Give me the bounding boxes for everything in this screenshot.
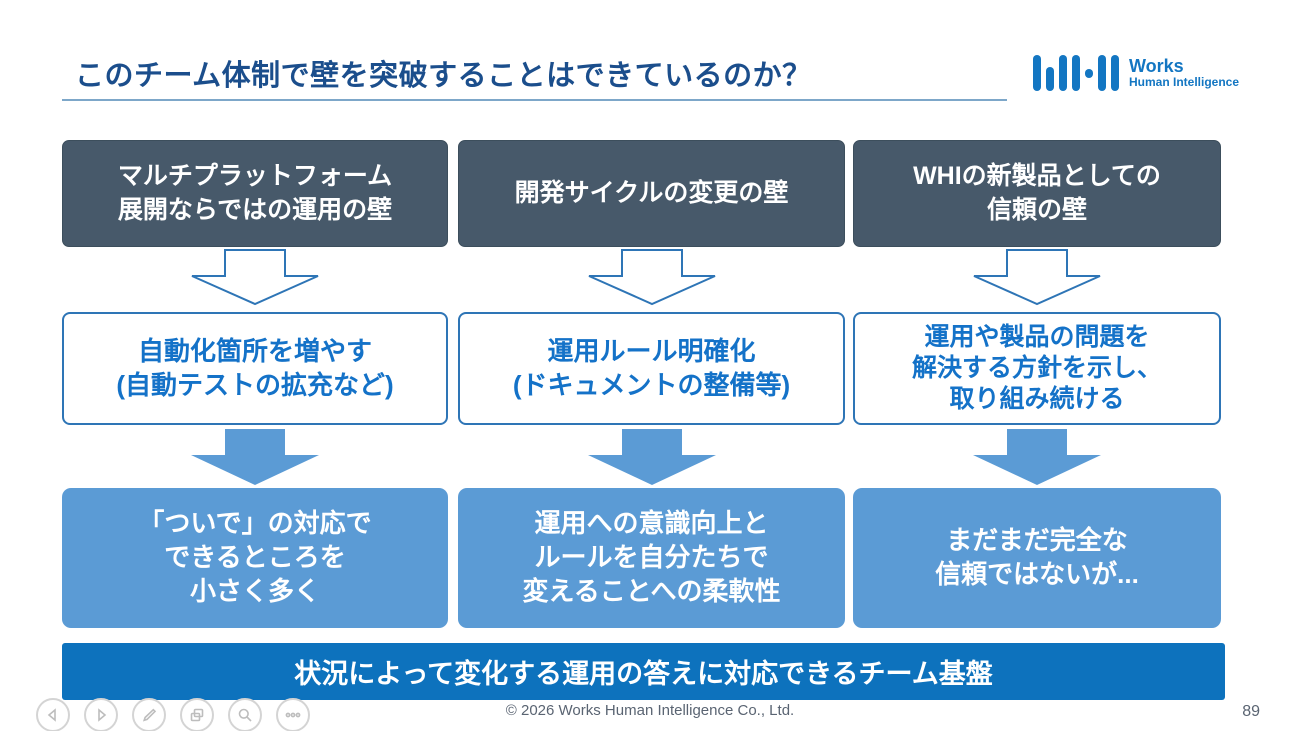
more-options-button[interactable] xyxy=(276,698,310,731)
result-box-3: まだまだ完全な 信頼ではないが... xyxy=(853,488,1221,628)
action-box-1: 自動化箇所を増やす (自動テストの拡充など) xyxy=(62,312,448,425)
logo-line2: Human Intelligence xyxy=(1129,75,1240,90)
pen-tool-button[interactable] xyxy=(132,698,166,731)
solid-down-arrow-icon xyxy=(853,429,1221,486)
wall-box-1: マルチプラットフォーム 展開ならではの運用の壁 xyxy=(62,140,448,247)
result-box-1: 「ついで」の対応で できるところを 小さく多く xyxy=(62,488,448,628)
outline-down-arrow-icon xyxy=(62,249,448,306)
solid-down-arrow-icon xyxy=(458,429,845,486)
previous-slide-icon xyxy=(47,708,56,722)
copyright-footer: © 2026 Works Human Intelligence Co., Ltd… xyxy=(505,702,795,719)
action-box-2: 運用ルール明確化 (ドキュメントの整備等) xyxy=(458,312,845,425)
wall-box-3: WHIの新製品としての 信頼の壁 xyxy=(853,140,1221,247)
title-underline xyxy=(62,99,1007,101)
logo-line1: Works xyxy=(1129,56,1184,77)
wall-box-2: 開発サイクルの変更の壁 xyxy=(458,140,845,247)
conclusion-banner: 状況によって変化する運用の答えに対応できるチーム基盤 xyxy=(62,643,1225,700)
see-all-slides-button[interactable] xyxy=(180,698,214,731)
zoom-icon xyxy=(238,708,252,722)
previous-slide-button[interactable] xyxy=(36,698,70,731)
pen-icon xyxy=(142,708,157,722)
see-all-slides-icon xyxy=(190,708,204,722)
outline-down-arrow-icon xyxy=(853,249,1221,306)
next-slide-button[interactable] xyxy=(84,698,118,731)
solid-down-arrow-icon xyxy=(62,429,448,486)
page-number: 89 xyxy=(1242,703,1260,720)
slideshow-controls xyxy=(36,698,310,731)
action-box-3: 運用や製品の問題を 解決する方針を示し、 取り組み続ける xyxy=(853,312,1221,425)
slide-title: このチーム体制で壁を突破することはできているのか？ xyxy=(75,60,812,92)
next-slide-icon xyxy=(98,708,107,722)
logo-bars-icon xyxy=(1033,55,1119,91)
outline-down-arrow-icon xyxy=(458,249,845,306)
more-options-icon xyxy=(285,712,301,718)
works-human-intelligence-logo: Works Human Intelligence xyxy=(1033,55,1239,91)
result-box-2: 運用への意識向上と ルールを自分たちで 変えることへの柔軟性 xyxy=(458,488,845,628)
zoom-button[interactable] xyxy=(228,698,262,731)
logo-text: Works Human Intelligence xyxy=(1129,57,1239,88)
